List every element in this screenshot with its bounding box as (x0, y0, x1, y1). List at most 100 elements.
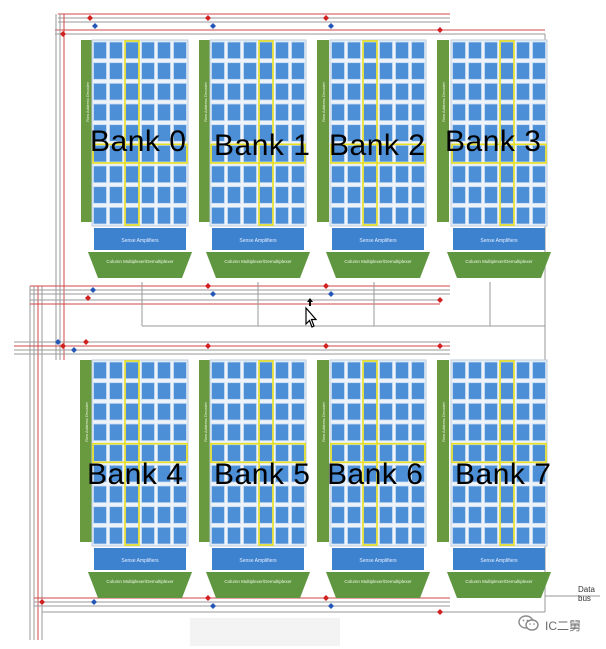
memory-cell (211, 402, 225, 421)
bus-junction-node (205, 15, 211, 21)
memory-cell (395, 206, 409, 225)
memory-cell (331, 485, 345, 504)
bus-shadow (190, 618, 340, 646)
memory-cell (157, 485, 171, 504)
memory-cell (259, 382, 273, 400)
memory-cell (211, 206, 225, 225)
memory-cell (379, 506, 393, 524)
memory-cell (468, 402, 482, 421)
memory-cell (516, 382, 530, 400)
memory-cell (275, 526, 289, 545)
memory-cell (157, 186, 171, 204)
memory-array (209, 359, 307, 547)
memory-cell (395, 124, 409, 142)
memory-cell (484, 186, 498, 204)
memory-cell (411, 124, 425, 142)
memory-cell (291, 506, 305, 524)
column-mux (326, 572, 430, 598)
memory-cell (243, 485, 257, 504)
memory-cell (141, 41, 155, 60)
memory-cell (291, 423, 305, 442)
memory-cell (259, 82, 273, 101)
memory-cell (516, 144, 530, 163)
memory-cell (93, 165, 107, 184)
column-mux-label: Column Multiplexer/Demultiplexer (465, 579, 533, 584)
sense-amplifiers (94, 228, 186, 250)
memory-cell (243, 186, 257, 204)
memory-cell (291, 464, 305, 483)
memory-cell (411, 402, 425, 421)
row-decoder-label: Row Address Decoder (85, 81, 90, 121)
memory-cell (109, 165, 123, 184)
bus-junction-node (87, 15, 93, 21)
memory-cell (468, 444, 482, 462)
memory-cell (227, 444, 241, 462)
memory-array (91, 359, 189, 547)
memory-cell (275, 506, 289, 524)
memory-cell (379, 423, 393, 442)
bus-junction-node (323, 343, 329, 349)
memory-cell (227, 464, 241, 483)
memory-cell (363, 186, 377, 204)
memory-cell (93, 402, 107, 421)
memory-cell (347, 144, 361, 163)
row-decoder (199, 360, 211, 542)
memory-cell (452, 186, 466, 204)
memory-cell (173, 206, 187, 225)
memory-cell (259, 165, 273, 184)
memory-cell (363, 165, 377, 184)
memory-cell (157, 103, 171, 122)
move-cursor-icon (305, 298, 317, 328)
column-mux-label: Column Multiplexer/Demultiplexer (224, 579, 292, 584)
memory-cell (109, 423, 123, 442)
row-decoder-label: Row Address Decoder (203, 401, 208, 441)
memory-cell (500, 186, 514, 204)
column-mux-label: Column Multiplexer/Demultiplexer (106, 579, 174, 584)
memory-cell (259, 402, 273, 421)
memory-cell (347, 165, 361, 184)
selected-row (451, 442, 547, 464)
memory-cell (379, 402, 393, 421)
memory-cell (109, 506, 123, 524)
memory-cell (363, 423, 377, 442)
row-decoder (317, 360, 329, 542)
memory-cell (500, 402, 514, 421)
column-mux (206, 572, 310, 598)
memory-cell (227, 361, 241, 380)
bus-junction-node (71, 347, 77, 353)
bus-junction-node (437, 27, 443, 33)
memory-cell (93, 485, 107, 504)
memory-cell (93, 423, 107, 442)
memory-cell (532, 361, 546, 380)
memory-cell (468, 506, 482, 524)
memory-cell (379, 124, 393, 142)
memory-cell (452, 82, 466, 101)
memory-cell (500, 382, 514, 400)
memory-cell (347, 41, 361, 60)
memory-cell (452, 506, 466, 524)
memory-cell (291, 186, 305, 204)
memory-cell (125, 382, 139, 400)
memory-cell (157, 402, 171, 421)
bus-junction-node (85, 295, 91, 301)
memory-cell (243, 382, 257, 400)
memory-cell (347, 506, 361, 524)
memory-cell (275, 464, 289, 483)
memory-array (450, 39, 548, 227)
bus-junction-node (328, 603, 334, 609)
memory-cell (411, 526, 425, 545)
bank-label-0: Bank 0 (90, 125, 187, 158)
memory-cell (259, 206, 273, 225)
memory-cell (395, 144, 409, 163)
memory-cell (468, 82, 482, 101)
memory-cell (395, 444, 409, 462)
memory-cell (243, 402, 257, 421)
memory-cell (347, 526, 361, 545)
memory-cell (484, 506, 498, 524)
memory-cell (532, 186, 546, 204)
memory-cell (93, 186, 107, 204)
selected-column (124, 40, 140, 226)
memory-cell (347, 62, 361, 80)
memory-cell (347, 485, 361, 504)
memory-cell (259, 186, 273, 204)
